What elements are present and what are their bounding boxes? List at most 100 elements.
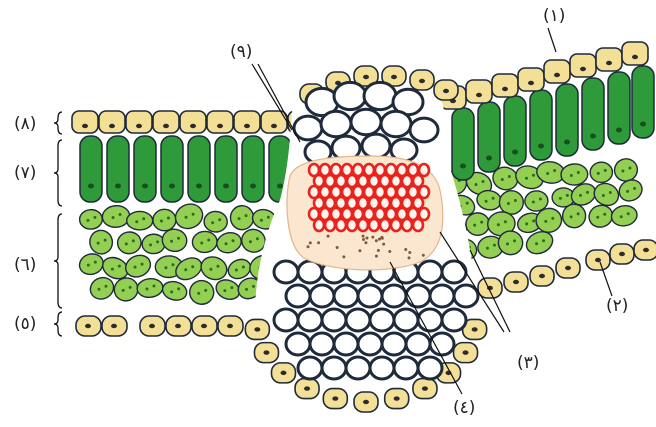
chloroplast bbox=[134, 266, 137, 269]
upper-epidermis-cell bbox=[492, 74, 518, 97]
chloroplast bbox=[492, 197, 495, 200]
chloroplast bbox=[514, 199, 517, 202]
phloem-cell bbox=[362, 235, 365, 238]
spongy-cell bbox=[172, 200, 207, 233]
brace bbox=[54, 214, 62, 308]
collenchyma-cell bbox=[322, 357, 346, 379]
chloroplast bbox=[145, 288, 148, 291]
palisade-cell bbox=[134, 136, 156, 202]
chloroplast bbox=[539, 197, 542, 200]
label-8-upper-epidermis: (٨) bbox=[14, 116, 36, 133]
spongy-cell bbox=[127, 211, 153, 229]
nucleus bbox=[88, 184, 94, 189]
xylem-vessel bbox=[358, 219, 368, 231]
chloroplast bbox=[223, 289, 226, 292]
chloroplast bbox=[177, 287, 180, 290]
palisade-cell bbox=[632, 66, 654, 138]
nucleus bbox=[486, 156, 492, 161]
chloroplast bbox=[93, 216, 96, 219]
label-9-collenchyma: (٩) bbox=[230, 44, 252, 61]
upper-epidermis-cell bbox=[518, 68, 544, 91]
upper-epidermis-cell bbox=[234, 111, 260, 133]
chloroplast bbox=[177, 237, 180, 240]
nucleus bbox=[616, 128, 622, 133]
chloroplast bbox=[501, 178, 504, 181]
chloroplast bbox=[245, 288, 248, 291]
midrib-epidermis-cell bbox=[410, 70, 434, 90]
phloem-cell bbox=[309, 241, 312, 244]
phloem-cell bbox=[375, 255, 378, 258]
collenchyma-cell bbox=[310, 285, 334, 307]
phloem-cell bbox=[382, 243, 385, 246]
chloroplast bbox=[525, 222, 528, 225]
upper-epidermis-cell bbox=[622, 42, 648, 65]
nucleus bbox=[513, 280, 519, 284]
collenchyma-cell bbox=[351, 109, 381, 135]
nucleus bbox=[472, 327, 478, 331]
collenchyma-cell bbox=[334, 333, 358, 355]
chloroplast bbox=[111, 268, 114, 271]
collenchyma-cell bbox=[321, 111, 351, 137]
label-7-palisade: (٧) bbox=[14, 165, 36, 182]
nucleus bbox=[502, 87, 508, 91]
chloroplast bbox=[104, 239, 107, 242]
nucleus bbox=[539, 274, 545, 278]
chloroplast bbox=[603, 213, 606, 216]
xylem-vessel bbox=[391, 219, 401, 231]
nucleus bbox=[363, 400, 369, 404]
collenchyma-cell bbox=[346, 357, 370, 379]
chloroplast bbox=[97, 288, 100, 291]
collenchyma-cell bbox=[364, 82, 396, 109]
spongy-cell bbox=[102, 205, 131, 229]
collenchyma-cell bbox=[381, 111, 411, 137]
upper-epidermis-cell bbox=[570, 54, 596, 77]
chloroplast bbox=[192, 213, 195, 216]
lower-epidermis-cell bbox=[634, 240, 656, 260]
chloroplast bbox=[170, 290, 173, 293]
upper-epidermis-cell bbox=[72, 111, 98, 133]
chloroplast bbox=[627, 212, 630, 215]
nucleus bbox=[109, 124, 115, 128]
chloroplast bbox=[481, 180, 484, 183]
chloroplast bbox=[171, 263, 174, 266]
chloroplast bbox=[197, 292, 200, 295]
nucleus bbox=[391, 75, 397, 79]
chloroplast bbox=[238, 217, 241, 220]
spongy-cell bbox=[230, 205, 254, 230]
collenchyma-cell bbox=[334, 82, 366, 109]
xylem-vessel bbox=[413, 219, 423, 231]
chloroplast bbox=[577, 171, 580, 174]
label-2-stoma: (٢) bbox=[606, 298, 628, 315]
label-4-phloem: (٤) bbox=[453, 400, 475, 417]
label-1-upper-epidermis: (١) bbox=[543, 8, 565, 25]
palisade-cell bbox=[530, 90, 552, 160]
nucleus bbox=[115, 184, 121, 189]
chloroplast bbox=[486, 247, 489, 250]
chloroplast bbox=[559, 197, 562, 200]
nucleus bbox=[512, 150, 518, 155]
spongy-cell bbox=[153, 209, 176, 231]
nucleus bbox=[443, 89, 449, 93]
nucleus bbox=[460, 164, 466, 169]
lower-epidermis-cell bbox=[102, 316, 127, 336]
chloroplast bbox=[164, 266, 167, 269]
label-5-lower-epidermis: (٥) bbox=[14, 316, 36, 333]
nucleus bbox=[277, 184, 283, 189]
chloroplast bbox=[207, 238, 210, 241]
upper-epidermis-cell bbox=[596, 48, 622, 71]
chloroplast bbox=[211, 221, 214, 224]
chloroplast bbox=[504, 220, 507, 223]
spongy-cell bbox=[610, 204, 639, 228]
lower-epidermis-cell bbox=[166, 316, 191, 336]
nucleus bbox=[332, 396, 338, 400]
midrib-epidermis-cell bbox=[354, 392, 378, 412]
collenchyma-cell bbox=[322, 309, 346, 331]
collenchyma-cell bbox=[358, 285, 382, 307]
midrib-epidermis-cell bbox=[454, 343, 478, 363]
phloem-cell bbox=[377, 249, 380, 252]
chloroplast bbox=[242, 265, 245, 268]
chloroplast bbox=[626, 190, 629, 193]
lower-epidermis-cell bbox=[610, 244, 634, 264]
chloroplast bbox=[570, 174, 573, 177]
